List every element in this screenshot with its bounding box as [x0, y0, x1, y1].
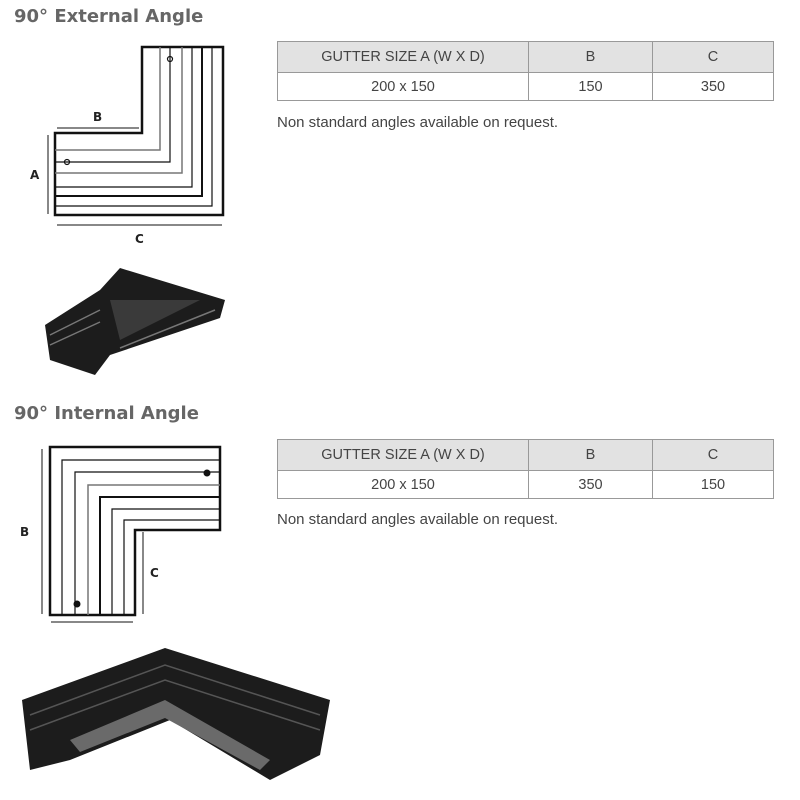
dim-label-b: B	[20, 525, 29, 539]
note-external: Non standard angles available on request…	[277, 114, 559, 131]
external-angle-diagram	[47, 45, 225, 226]
cell-size: 200 x 150	[277, 470, 529, 499]
cell-b: 350	[528, 470, 653, 499]
header-b: B	[528, 41, 653, 73]
dim-label-b: B	[93, 110, 102, 124]
note-internal: Non standard angles available on request…	[277, 511, 559, 528]
cell-size: 200 x 150	[277, 72, 529, 101]
header-c: C	[652, 41, 774, 73]
cell-b: 150	[528, 72, 653, 101]
internal-angle-diagram	[41, 445, 222, 623]
header-c: C	[652, 439, 774, 471]
cell-c: 150	[652, 470, 774, 499]
internal-angle-photo	[22, 648, 330, 780]
dim-label-c: C	[135, 232, 144, 246]
dim-label-a: A	[30, 168, 40, 182]
section-title-internal: 90° Internal Angle	[14, 403, 199, 424]
section-title-external: 90° External Angle	[14, 6, 204, 27]
header-size: GUTTER SIZE A (W X D)	[277, 439, 529, 471]
cell-c: 350	[652, 72, 774, 101]
external-angle-photo	[45, 268, 225, 375]
dim-label-c: C	[150, 566, 159, 580]
